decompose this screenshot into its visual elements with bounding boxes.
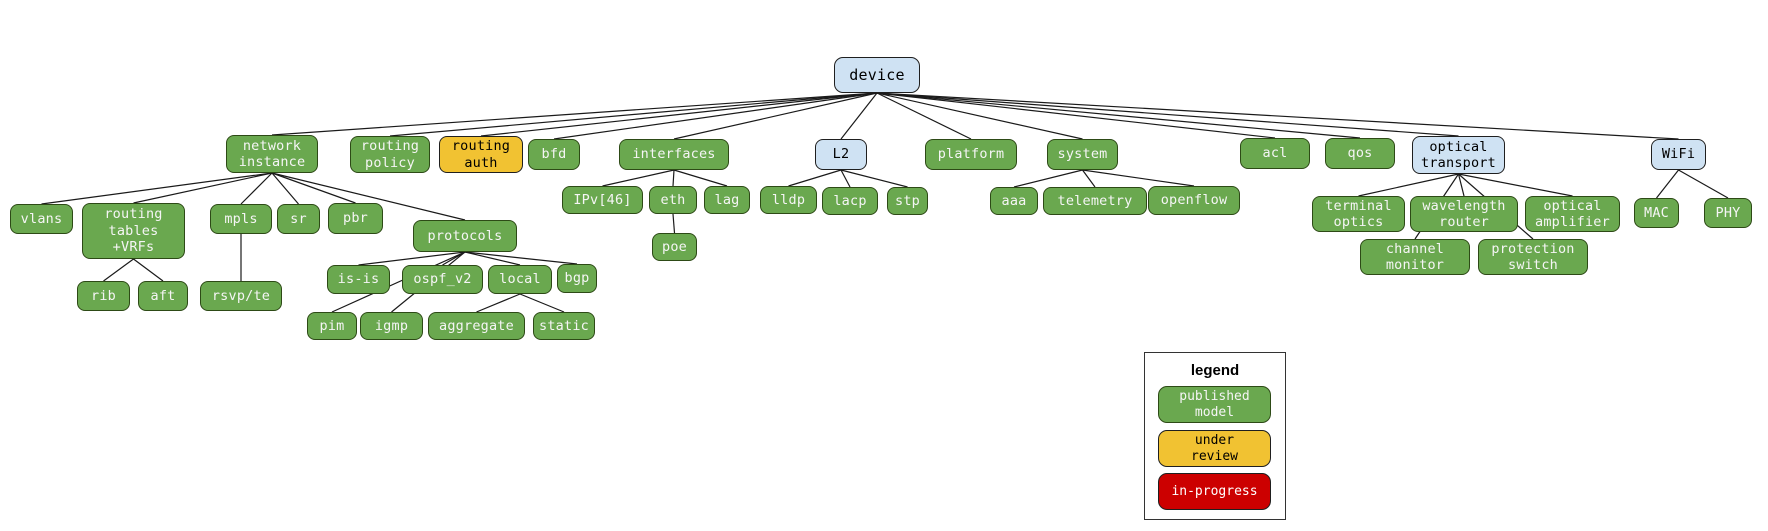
node-phy: PHY: [1704, 198, 1752, 228]
edge-routing-tables-rib: [103, 258, 134, 282]
node-static: static: [533, 312, 595, 340]
edge-device-routing-auth: [480, 92, 878, 137]
node-ospf-v2: ospf_v2: [402, 265, 483, 294]
node-qos: qos: [1325, 138, 1395, 169]
edge-eth-poe: [672, 213, 676, 234]
node-optical-amplifier: optical amplifier: [1525, 196, 1620, 232]
edge-device-network-instance: [271, 92, 878, 136]
node-rib: rib: [77, 281, 130, 311]
legend-title: legend: [1190, 362, 1240, 379]
node-terminal-optics: terminal optics: [1312, 196, 1405, 232]
node-mac: MAC: [1634, 198, 1679, 228]
edge-l2-lacp: [840, 169, 851, 188]
edge-device-l2: [840, 92, 878, 140]
node-openflow: openflow: [1148, 186, 1240, 215]
edge-interfaces-lag: [673, 169, 728, 187]
legend-item-under-review: under review: [1158, 430, 1271, 467]
node-pim: pim: [307, 312, 357, 340]
edge-optical-transport-terminal-optics: [1358, 173, 1459, 197]
edge-device-system: [876, 92, 1083, 140]
node-ipv46: IPv[46]: [562, 186, 643, 214]
edge-local-aggregate: [476, 293, 521, 313]
edge-protocols-pim: [331, 251, 466, 313]
edge-device-routing-policy: [389, 92, 878, 137]
node-local: local: [488, 265, 552, 294]
edge-device-platform: [876, 92, 972, 140]
edge-network-instance-sr: [271, 172, 299, 205]
edge-network-instance-protocols: [271, 172, 466, 221]
node-mpls: mpls: [210, 204, 272, 234]
legend-item-published-model: published model: [1158, 386, 1271, 423]
node-aggregate: aggregate: [428, 312, 525, 340]
node-igmp: igmp: [360, 312, 423, 340]
node-l2: L2: [815, 139, 867, 170]
node-platform: platform: [925, 139, 1017, 170]
node-lacp: lacp: [822, 187, 878, 215]
node-is-is: is-is: [327, 265, 390, 294]
node-aft: aft: [138, 281, 188, 311]
node-lldp: lldp: [760, 186, 817, 214]
node-protection-switch: protection switch: [1478, 239, 1588, 275]
edge-protocols-bgp: [464, 251, 578, 265]
node-bfd: bfd: [528, 139, 580, 170]
node-routing-policy: routing policy: [350, 136, 430, 173]
node-system: system: [1047, 139, 1118, 170]
node-network-instance: network instance: [226, 135, 318, 173]
edge-network-instance-vlans: [41, 172, 273, 205]
edge-system-telemetry: [1082, 169, 1096, 188]
edge-device-bfd: [553, 92, 878, 140]
edge-device-wifi: [876, 92, 1679, 140]
node-telemetry: telemetry: [1043, 187, 1147, 215]
edge-network-instance-pbr: [271, 172, 356, 204]
node-lag: lag: [704, 186, 750, 214]
node-aaa: aaa: [990, 187, 1038, 215]
node-wifi: WiFi: [1651, 139, 1706, 170]
edge-interfaces-eth: [672, 169, 675, 187]
node-optical-transport: optical transport: [1412, 136, 1505, 174]
node-vlans: vlans: [10, 204, 73, 234]
node-routing-auth: routing auth: [439, 136, 523, 173]
node-device: device: [834, 57, 920, 93]
node-acl: acl: [1240, 138, 1310, 169]
node-stp: stp: [887, 187, 928, 215]
edge-protocols-is-is: [358, 251, 466, 266]
node-sr: sr: [277, 204, 320, 234]
node-rsvp-te: rsvp/te: [200, 281, 282, 311]
node-eth: eth: [649, 186, 697, 214]
edge-system-openflow: [1082, 169, 1195, 187]
edge-wifi-mac: [1656, 169, 1679, 199]
edge-l2-lldp: [788, 169, 842, 187]
edge-device-qos: [876, 92, 1361, 139]
edge-wifi-phy: [1678, 169, 1729, 199]
edge-optical-transport-optical-amplifier: [1458, 173, 1573, 197]
node-poe: poe: [652, 233, 697, 261]
node-interfaces: interfaces: [619, 139, 729, 170]
edge-l2-stp: [840, 169, 908, 188]
edge-system-aaa: [1013, 169, 1083, 188]
edge-routing-tables-aft: [133, 258, 164, 282]
node-pbr: pbr: [328, 203, 383, 234]
node-wavelength-router: wavelength router: [1410, 196, 1518, 232]
edge-interfaces-ipv46: [602, 169, 675, 187]
edge-optical-transport-wavelength-router: [1457, 173, 1465, 197]
edge-device-interfaces: [673, 92, 878, 140]
node-bgp: bgp: [557, 264, 597, 293]
edge-network-instance-routing-tables: [133, 172, 273, 204]
edge-network-instance-mpls: [240, 172, 273, 205]
node-channel-monitor: channel monitor: [1360, 239, 1470, 275]
edge-device-acl: [876, 92, 1276, 139]
edge-protocols-local: [464, 251, 521, 266]
node-routing-tables: routing tables +VRFs: [82, 203, 185, 259]
legend: legend published model under review in-p…: [1144, 352, 1286, 520]
legend-item-in-progress: in-progress: [1158, 473, 1271, 510]
node-protocols: protocols: [413, 220, 517, 252]
edge-local-static: [519, 293, 565, 313]
edge-device-optical-transport: [876, 92, 1459, 137]
